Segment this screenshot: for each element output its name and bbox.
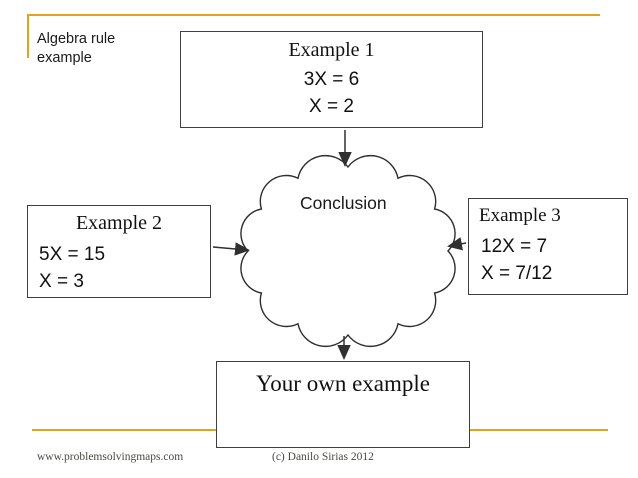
example1-node: Example 1 3X = 6 X = 2 bbox=[180, 31, 483, 128]
slide-title: Algebra rule example bbox=[37, 31, 116, 66]
example3-title: Example 3 bbox=[479, 205, 561, 226]
your-own-example-title: Your own example bbox=[256, 371, 430, 396]
example1-equation: 3X = 6 bbox=[303, 69, 360, 90]
example2-node: Example 2 5X = 15 X = 3 bbox=[27, 205, 211, 298]
example3-equation: 12X = 7 bbox=[481, 235, 548, 257]
arrow-example3-to-conclusion bbox=[447, 237, 467, 251]
arrow-example2-to-conclusion bbox=[212, 242, 250, 256]
accent-line-top bbox=[27, 14, 600, 16]
example1-title: Example 1 bbox=[288, 39, 375, 61]
example3-node: Example 3 12X = 7 X = 7/12 bbox=[468, 198, 628, 295]
example2-equation: 5X = 15 bbox=[39, 244, 106, 265]
example2-solution: X = 3 bbox=[39, 271, 84, 292]
accent-line-top-left-corner bbox=[27, 14, 29, 58]
footer-copyright: (c) Danilo Sirias 2012 bbox=[272, 451, 374, 463]
conclusion-cloud-shape bbox=[240, 154, 456, 348]
footer-website: www.problemsolvingmaps.com bbox=[37, 451, 184, 463]
example2-formulas: 5X = 15 X = 3 bbox=[39, 241, 210, 295]
example3-solution: X = 7/12 bbox=[481, 262, 553, 284]
conclusion-node-label: Conclusion bbox=[300, 193, 387, 213]
example1-formulas: 3X = 6 X = 2 bbox=[181, 66, 482, 120]
your-own-example-node: Your own example bbox=[216, 361, 470, 448]
example1-solution: X = 2 bbox=[309, 96, 354, 117]
example3-formulas: 12X = 7 X = 7/12 bbox=[481, 233, 627, 287]
example2-title: Example 2 bbox=[75, 212, 163, 234]
